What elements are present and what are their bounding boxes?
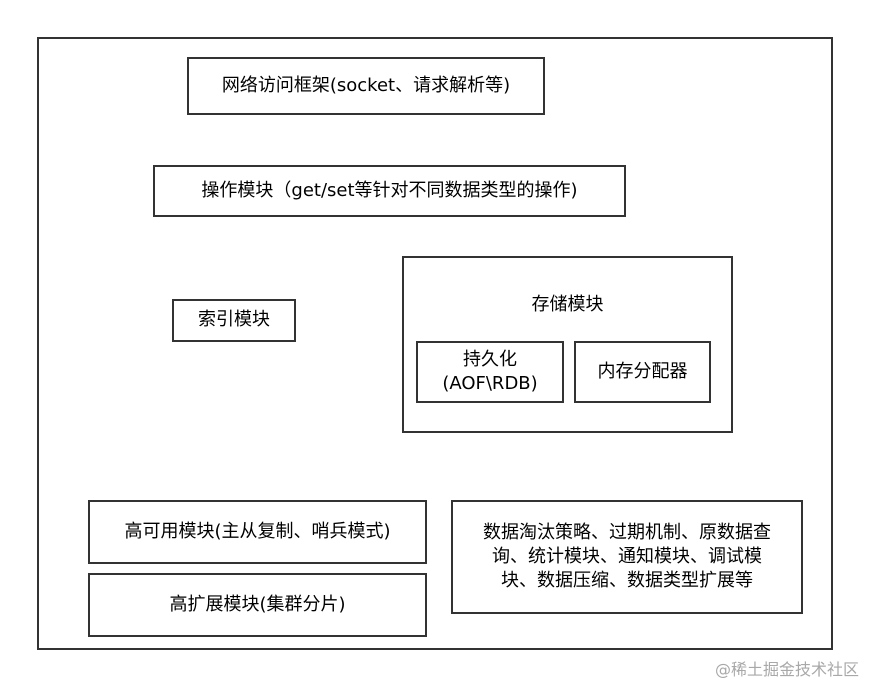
high-availability-module-box: 高可用模块(主从复制、哨兵模式): [88, 500, 427, 564]
operation-module-label: 操作模块（get/set等针对不同数据类型的操作): [201, 179, 578, 201]
misc-modules-line1: 数据淘汰策略、过期机制、原数据查: [483, 521, 771, 543]
persistence-box: 持久化 (AOF\RDB): [416, 341, 564, 403]
network-module-label: 网络访问框架(socket、请求解析等): [221, 74, 511, 96]
misc-modules-box: 数据淘汰策略、过期机制、原数据查 询、统计模块、通知模块、调试模 块、数据压缩、…: [451, 500, 803, 614]
persistence-label-line2: (AOF\RDB): [442, 373, 538, 394]
network-module-box: 网络访问框架(socket、请求解析等): [187, 57, 545, 115]
architecture-frame: [37, 37, 833, 650]
misc-modules-line2: 询、统计模块、通知模块、调试模: [492, 545, 762, 567]
operation-module-box: 操作模块（get/set等针对不同数据类型的操作): [153, 165, 626, 217]
high-scalability-module-box: 高扩展模块(集群分片): [88, 573, 427, 637]
persistence-label-line1: 持久化: [463, 348, 517, 370]
misc-modules-line3: 块、数据压缩、数据类型扩展等: [501, 570, 753, 592]
watermark: @稀土掘金技术社区: [714, 660, 859, 679]
storage-module-box: 存储模块: [402, 256, 733, 433]
high-scalability-module-label: 高扩展模块(集群分片): [169, 593, 346, 615]
storage-module-title: 存储模块: [531, 294, 604, 315]
high-availability-module-label: 高可用模块(主从复制、哨兵模式): [124, 520, 391, 542]
misc-modules-label: 数据淘汰策略、过期机制、原数据查 询、统计模块、通知模块、调试模 块、数据压缩、…: [483, 521, 771, 594]
index-module-box: 索引模块: [172, 299, 296, 342]
index-module-label: 索引模块: [198, 309, 270, 331]
persistence-label: 持久化 (AOF\RDB): [442, 348, 537, 397]
memory-allocator-label: 内存分配器: [597, 360, 688, 382]
memory-allocator-box: 内存分配器: [574, 341, 711, 403]
